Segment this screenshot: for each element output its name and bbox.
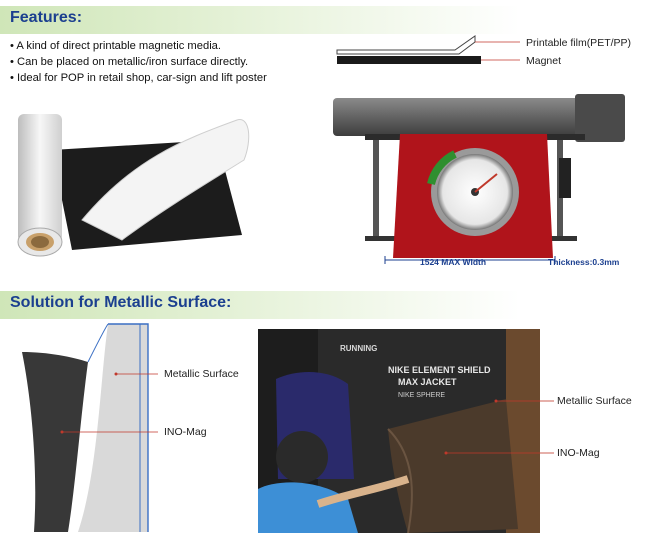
max-width-label: 1524 MAX Width — [420, 257, 487, 267]
sign-text-shield: NIKE ELEMENT SHIELD — [388, 365, 491, 375]
feature-item: A kind of direct printable magnetic medi… — [10, 38, 267, 54]
sign-text-running: RUNNING — [340, 344, 377, 353]
cross-section-diagram — [22, 323, 158, 532]
printer-image — [333, 94, 625, 264]
sign-text-sphere: NIKE SPHERE — [398, 392, 445, 399]
layer-diagram — [336, 35, 520, 64]
solution-heading: Solution for Metallic Surface: — [10, 294, 232, 311]
photo-mag-label: INO-Mag — [557, 447, 600, 459]
photo-pointer-ext — [540, 400, 554, 454]
thickness-label: Thickness:0.3mm — [548, 257, 620, 267]
features-heading: Features: — [10, 9, 83, 26]
diagram-mag-label: INO-Mag — [164, 426, 207, 438]
magnet-layer — [337, 56, 481, 64]
solution-header-band: Solution for Metallic Surface: — [0, 291, 650, 319]
printable-film-layer — [336, 35, 476, 55]
features-header-band: Features: — [0, 6, 650, 34]
feature-item: Ideal for POP in retail shop, car-sign a… — [10, 70, 267, 86]
application-photo: RUNNING NIKE ELEMENT SHIELD MAX JACKET N… — [258, 329, 540, 533]
sign-text-jacket: MAX JACKET — [398, 377, 457, 387]
photo-surface-label: Metallic Surface — [557, 395, 632, 407]
magnetic-roll-image — [17, 114, 250, 257]
features-list: A kind of direct printable magnetic medi… — [10, 38, 267, 86]
magnet-label: Magnet — [526, 55, 562, 67]
film-label: Printable film(PET/PP) — [526, 37, 632, 49]
diagram-surface-label: Metallic Surface — [164, 368, 239, 380]
feature-item: Can be placed on metallic/iron surface d… — [10, 54, 267, 70]
